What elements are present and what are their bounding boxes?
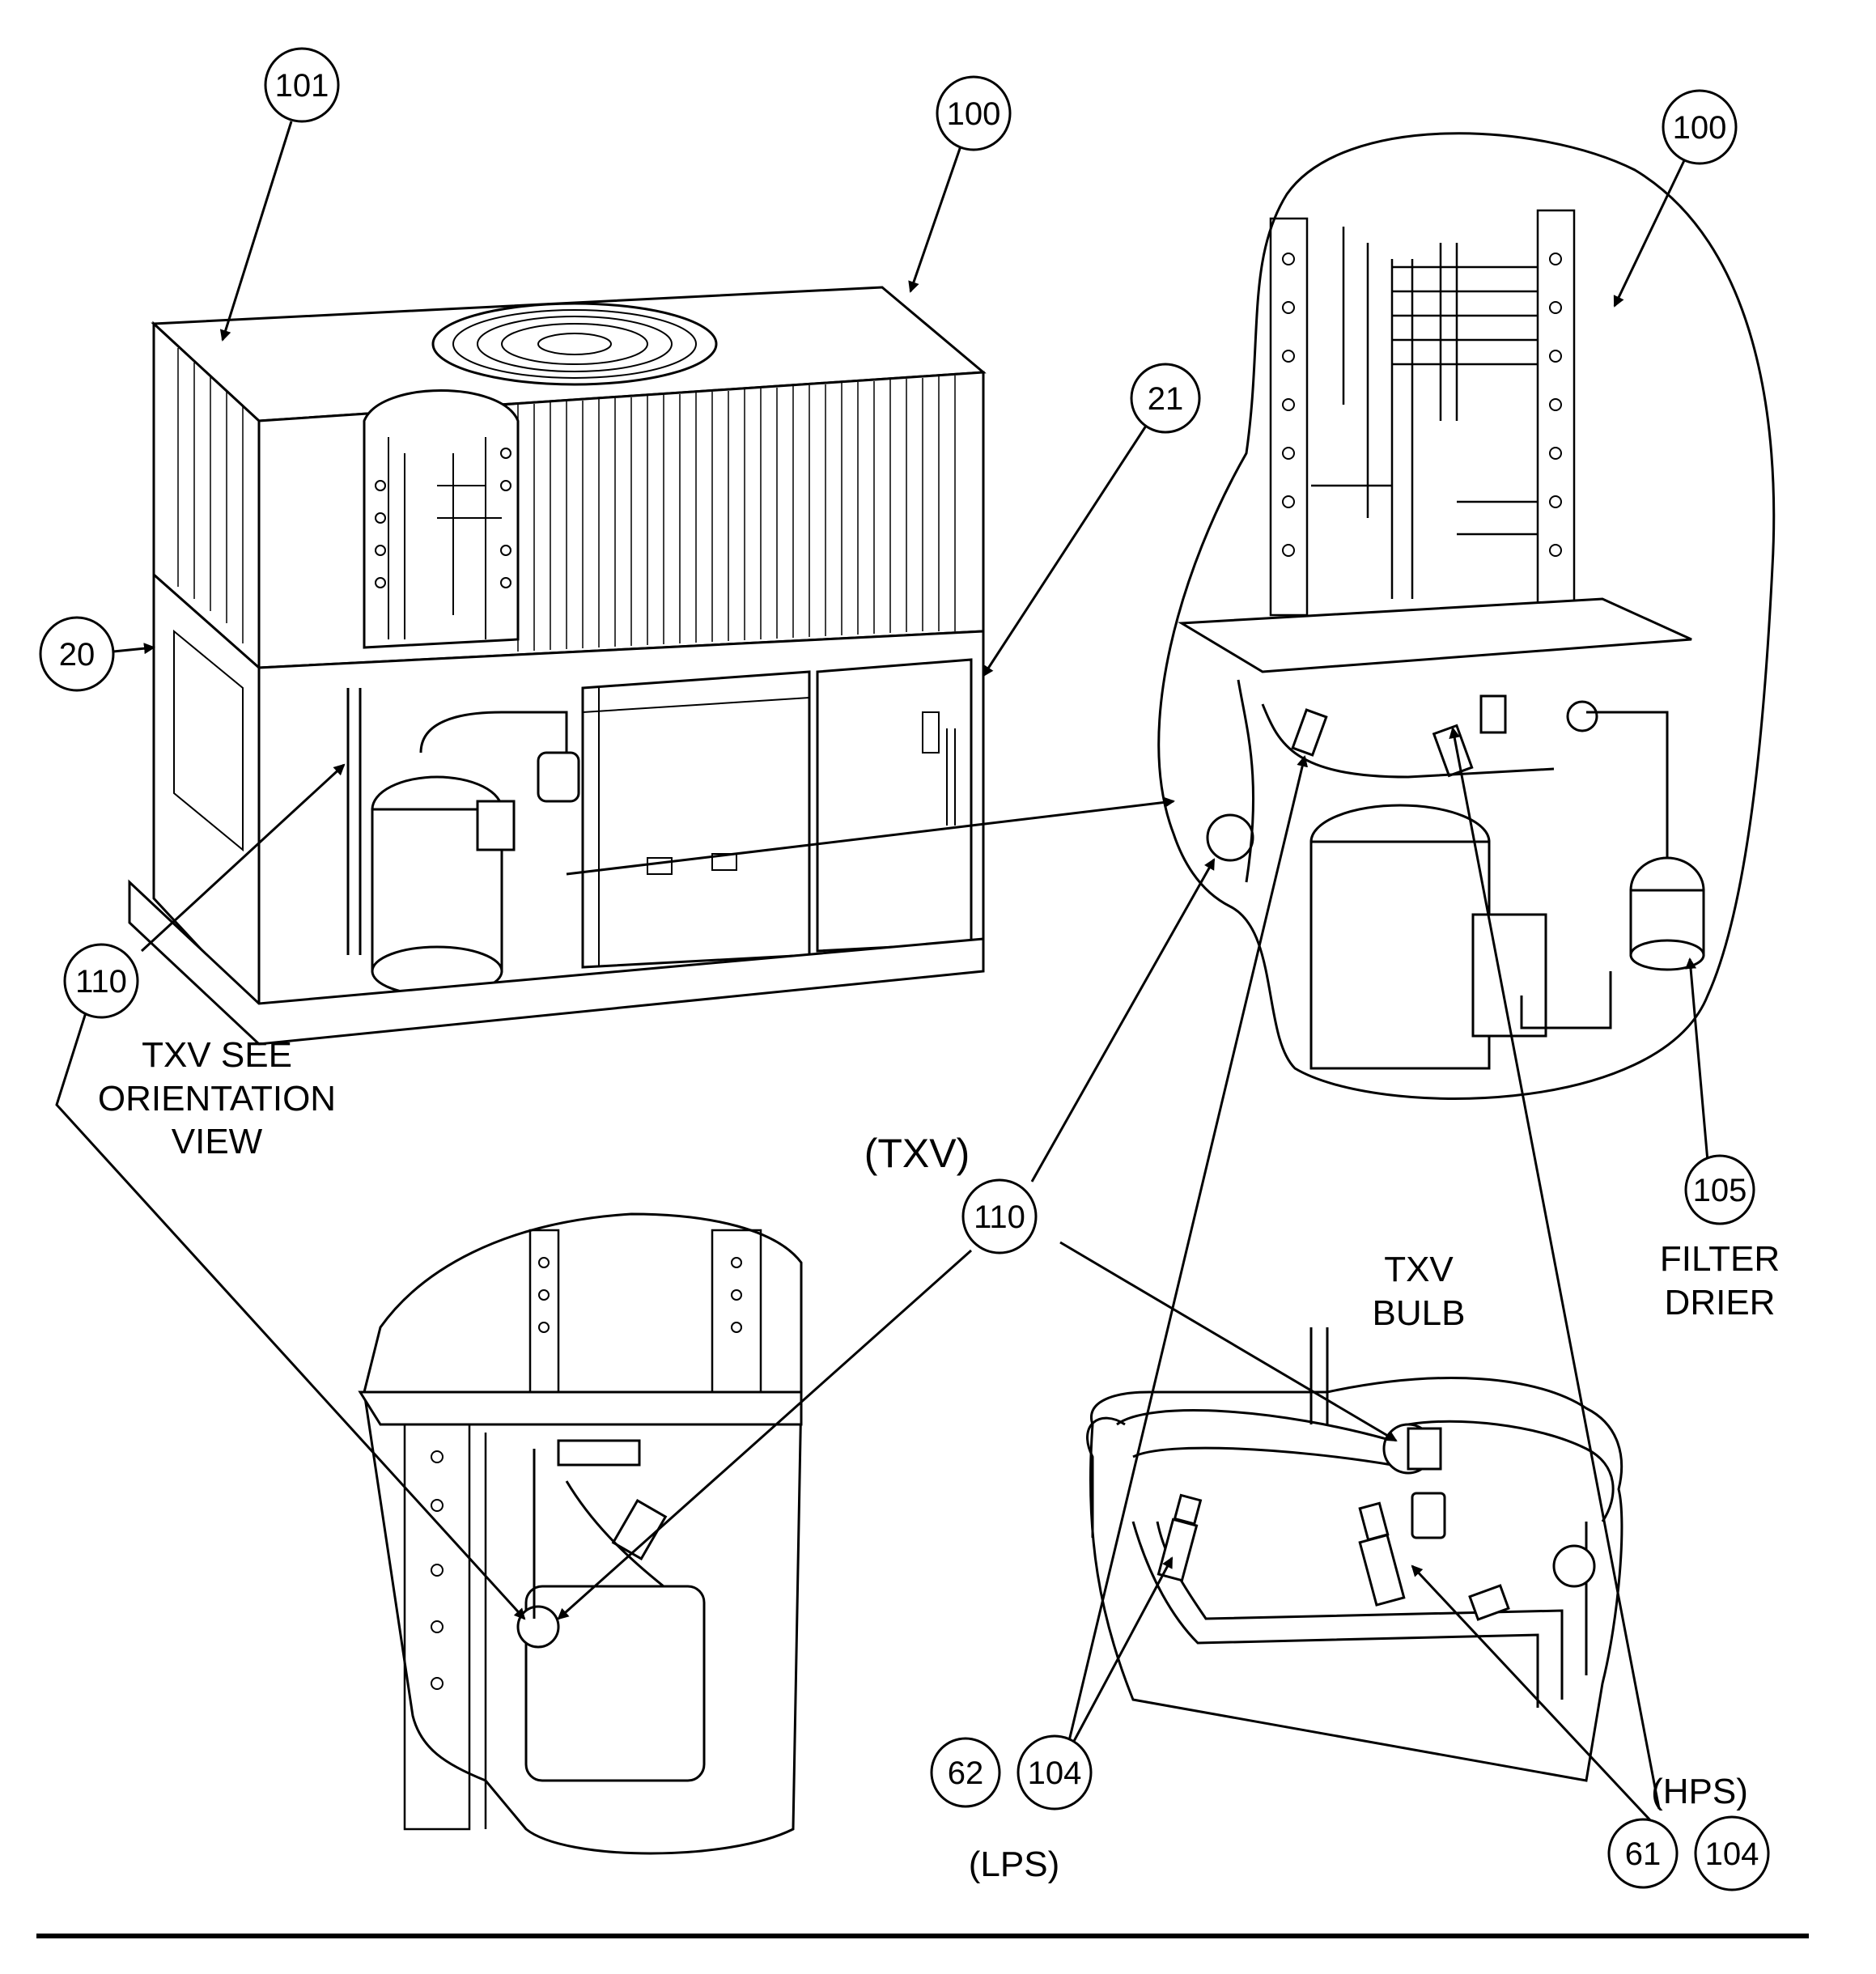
orientation-txv-valve — [516, 1605, 560, 1649]
fan-grille — [431, 302, 718, 386]
svg-text:101: 101 — [275, 68, 329, 104]
orientation-compressor — [524, 1585, 706, 1782]
coil-fins — [177, 348, 956, 652]
svg-text:FILTER: FILTER — [1660, 1239, 1780, 1279]
callout-104-hps: 104 — [1694, 1815, 1770, 1891]
detail-view-top-right — [1157, 132, 1776, 1100]
detail-pressure-switches — [1291, 694, 1598, 778]
svg-text:VIEW: VIEW — [172, 1122, 263, 1161]
svg-text:TXV: TXV — [1384, 1250, 1454, 1289]
svg-text:DRIER: DRIER — [1665, 1283, 1776, 1322]
base-rail — [128, 879, 985, 1046]
label-hps: (HPS) — [1651, 1772, 1748, 1811]
blower-section — [581, 658, 973, 969]
callout-100-main: 100 — [936, 75, 1012, 151]
svg-text:104: 104 — [1028, 1755, 1082, 1791]
coil-cutaway — [363, 389, 520, 649]
svg-text:ORIENTATION: ORIENTATION — [98, 1079, 336, 1119]
svg-text:100: 100 — [1673, 110, 1727, 146]
callout-20: 20 — [39, 616, 115, 692]
svg-text:110: 110 — [75, 964, 127, 1000]
svg-text:104: 104 — [1705, 1836, 1759, 1872]
label-filter-drier: FILTER DRIER — [1660, 1239, 1780, 1322]
svg-text:61: 61 — [1625, 1836, 1662, 1872]
callout-105: 105 — [1684, 1154, 1755, 1225]
compressor-section — [346, 688, 580, 997]
callout-100-detail: 100 — [1662, 89, 1738, 165]
detail-filter-drier — [1520, 711, 1705, 1029]
label-lps: (LPS) — [969, 1845, 1059, 1884]
callout-110-left: 110 — [63, 943, 139, 1019]
callout-104-lps: 104 — [1017, 1734, 1093, 1811]
hps-switch-part — [1358, 1492, 1446, 1607]
svg-text:20: 20 — [59, 637, 95, 673]
main-unit-drawing — [128, 286, 987, 1046]
callout-62: 62 — [930, 1737, 1001, 1808]
label-txv-paren: (TXV) — [864, 1131, 970, 1176]
svg-text:TXV SEE: TXV SEE — [142, 1035, 292, 1075]
svg-text:21: 21 — [1148, 381, 1184, 417]
label-txv-bulb: TXV BULB — [1373, 1250, 1466, 1333]
detail-compressor — [1206, 804, 1547, 1070]
label-txv-see-orientation: TXV SEE ORIENTATION VIEW — [98, 1035, 336, 1161]
callout-61: 61 — [1607, 1818, 1679, 1889]
svg-text:105: 105 — [1693, 1173, 1747, 1208]
switch-detail-view — [1086, 1327, 1623, 1782]
svg-text:110: 110 — [974, 1199, 1025, 1235]
callout-110-mid: 110 — [961, 1178, 1038, 1254]
svg-text:62: 62 — [948, 1755, 984, 1791]
orientation-view — [358, 1212, 803, 1855]
txv-bulb-part — [1382, 1423, 1442, 1475]
svg-text:BULB: BULB — [1373, 1293, 1466, 1333]
svg-text:100: 100 — [947, 96, 1001, 132]
callout-101: 101 — [264, 47, 340, 123]
callout-21: 21 — [1130, 363, 1201, 434]
leader-lines — [55, 121, 1709, 1823]
